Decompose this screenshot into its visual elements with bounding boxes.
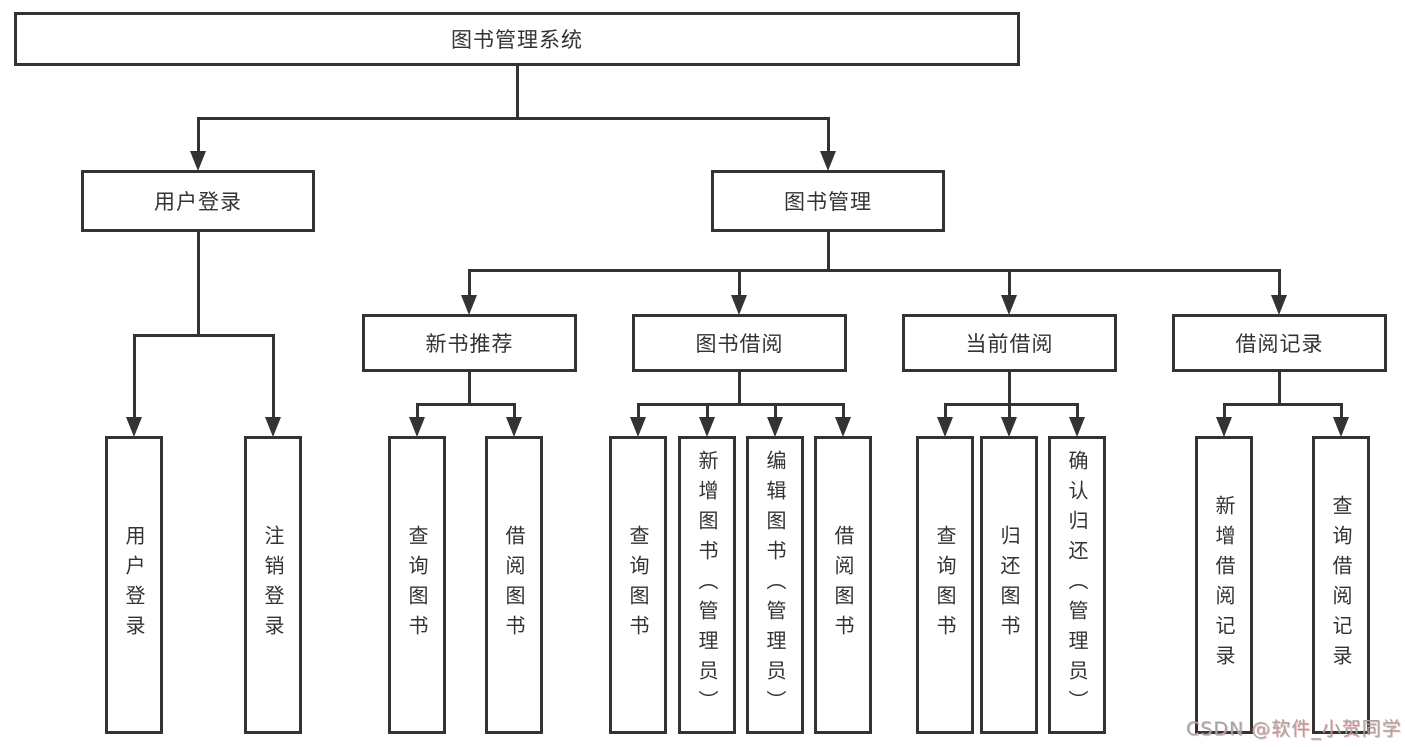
- arrow-down-icon: [409, 417, 425, 437]
- connector-line: [944, 403, 1079, 406]
- leaf-add-borrow-record: 新增借阅记录: [1195, 436, 1253, 734]
- leaf-query-borrow-record: 查询借阅记录: [1312, 436, 1370, 734]
- arrow-down-icon: [1001, 417, 1017, 437]
- connector-line: [197, 117, 200, 155]
- leaf-label: 借阅图书: [502, 525, 526, 645]
- connector-line: [827, 117, 830, 155]
- node-book-borrowing: 图书借阅: [632, 314, 847, 372]
- arrow-down-icon: [1216, 417, 1232, 437]
- leaf-label: 用户登录: [122, 525, 146, 645]
- leaf-logout: 注销登录: [244, 436, 302, 734]
- leaf-confirm-return-admin: 确认归还（管理员）: [1048, 436, 1106, 734]
- leaf-query-books-current: 查询图书: [916, 436, 974, 734]
- arrow-down-icon: [699, 417, 715, 437]
- leaf-label: 新增借阅记录: [1212, 495, 1236, 675]
- leaf-label: 查询图书: [933, 525, 957, 645]
- connector-line: [197, 117, 830, 120]
- leaf-label: 归还图书: [997, 525, 1021, 645]
- leaf-label: 确认归还（管理员）: [1065, 450, 1089, 720]
- connector-line: [637, 403, 640, 420]
- connector-line: [133, 334, 136, 420]
- arrow-down-icon: [1069, 417, 1085, 437]
- connector-line: [774, 403, 777, 420]
- connector-line: [842, 403, 845, 420]
- csdn-watermark: CSDN @软件_小贺同学: [1186, 718, 1402, 740]
- arrow-down-icon: [731, 295, 747, 315]
- arrow-down-icon: [461, 295, 477, 315]
- arrow-down-icon: [835, 417, 851, 437]
- connector-line: [1008, 403, 1011, 420]
- node-label: 图书管理系统: [451, 28, 583, 52]
- arrow-down-icon: [506, 417, 522, 437]
- leaf-edit-books-admin: 编辑图书（管理员）: [746, 436, 804, 734]
- connector-line: [468, 269, 471, 299]
- connector-line: [468, 269, 1280, 272]
- leaf-label: 查询图书: [626, 525, 650, 645]
- connector-line: [516, 66, 519, 120]
- connector-line: [416, 403, 516, 406]
- connector-line: [1223, 403, 1343, 406]
- leaf-label: 借阅图书: [831, 525, 855, 645]
- connector-line: [272, 334, 275, 420]
- node-label: 图书借阅: [695, 332, 784, 356]
- node-label: 借阅记录: [1235, 332, 1324, 356]
- arrow-down-icon: [1333, 417, 1349, 437]
- connector-line: [1223, 403, 1226, 420]
- arrow-down-icon: [126, 417, 142, 437]
- connector-line: [197, 232, 200, 337]
- connector-line: [827, 232, 830, 272]
- connector-line: [468, 372, 471, 406]
- connector-line: [738, 269, 741, 299]
- node-book-management: 图书管理: [711, 170, 945, 232]
- arrow-down-icon: [1271, 295, 1287, 315]
- connector-line: [1278, 372, 1281, 406]
- leaf-label: 新增图书（管理员）: [695, 450, 719, 720]
- node-label: 新书推荐: [425, 332, 514, 356]
- arrow-down-icon: [767, 417, 783, 437]
- connector-line: [738, 372, 741, 406]
- arrow-down-icon: [1001, 295, 1017, 315]
- connector-line: [1076, 403, 1079, 420]
- connector-line: [1008, 372, 1011, 406]
- arrow-down-icon: [190, 151, 206, 171]
- leaf-query-books-recommend: 查询图书: [388, 436, 446, 734]
- connector-line: [1278, 269, 1281, 299]
- arrow-down-icon: [265, 417, 281, 437]
- leaf-borrow-books-recommend: 借阅图书: [485, 436, 543, 734]
- leaf-label: 查询图书: [405, 525, 429, 645]
- leaf-query-books-borrowing: 查询图书: [609, 436, 667, 734]
- node-label: 图书管理: [784, 190, 872, 214]
- connector-line: [944, 403, 947, 420]
- arrow-down-icon: [630, 417, 646, 437]
- leaf-borrow-books-borrowing: 借阅图书: [814, 436, 872, 734]
- node-new-book-recommend: 新书推荐: [362, 314, 577, 372]
- connector-line: [706, 403, 709, 420]
- node-borrowing-records: 借阅记录: [1172, 314, 1387, 372]
- connector-line: [416, 403, 419, 420]
- connector-line: [133, 334, 274, 337]
- connector-line: [1008, 269, 1011, 299]
- connector-line: [637, 403, 845, 406]
- leaf-label: 查询借阅记录: [1329, 495, 1353, 675]
- leaf-return-books: 归还图书: [980, 436, 1038, 734]
- leaf-add-books-admin: 新增图书（管理员）: [678, 436, 736, 734]
- node-book-management-system: 图书管理系统: [14, 12, 1020, 66]
- connector-line: [1340, 403, 1343, 420]
- connector-line: [513, 403, 516, 420]
- node-label: 当前借阅: [965, 332, 1054, 356]
- node-label: 用户登录: [154, 190, 242, 214]
- node-current-borrowing: 当前借阅: [902, 314, 1117, 372]
- node-user-login: 用户登录: [81, 170, 315, 232]
- arrow-down-icon: [820, 151, 836, 171]
- leaf-user-login: 用户登录: [105, 436, 163, 734]
- arrow-down-icon: [937, 417, 953, 437]
- leaf-label: 注销登录: [261, 525, 285, 645]
- leaf-label: 编辑图书（管理员）: [763, 450, 787, 720]
